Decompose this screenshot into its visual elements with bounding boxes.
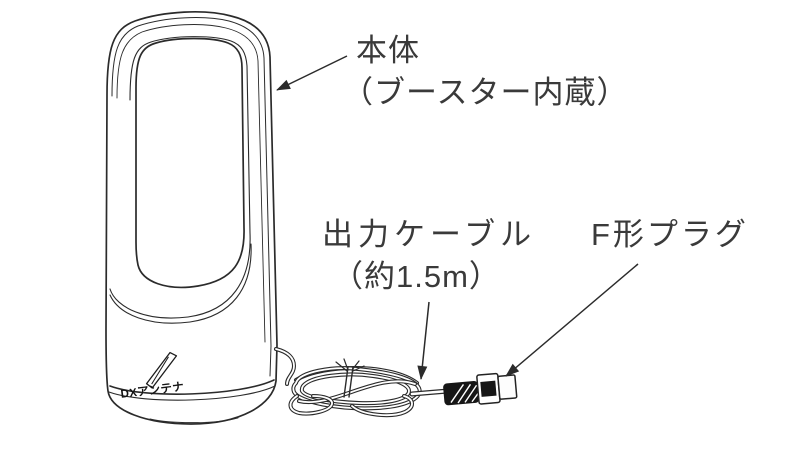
antenna-body xyxy=(105,11,278,425)
output-cable-label-line1: 出力ケーブル xyxy=(322,217,537,252)
base-bottom-arc xyxy=(149,417,239,424)
plug-ferrule-ribs xyxy=(450,383,479,404)
f-plug-label-text: F形プラグ xyxy=(591,217,749,252)
leader-arrows xyxy=(276,55,639,380)
body-label-line1: 本体 xyxy=(356,33,420,68)
cable-pigtail xyxy=(274,347,297,386)
base-seam xyxy=(108,385,276,401)
f-plug xyxy=(443,372,518,406)
output-cable xyxy=(274,347,451,418)
body-label-line2: （ブースター内蔵） xyxy=(342,75,629,110)
plug-tip xyxy=(497,374,518,400)
base-seam xyxy=(109,379,275,395)
front-panel xyxy=(135,37,245,289)
arrow-to-cable xyxy=(417,301,430,380)
body-label: 本体 （ブースター内蔵） xyxy=(342,30,628,114)
cable-coil xyxy=(288,366,422,418)
cable-tie xyxy=(335,358,365,398)
panel-groove xyxy=(109,243,252,324)
f-plug-label: F形プラグ xyxy=(591,214,749,256)
plug-ferrule xyxy=(443,381,480,406)
flag-icon-fold xyxy=(151,356,169,385)
panel-groove xyxy=(109,36,251,319)
arrow-to-plug xyxy=(505,263,639,377)
cable-straight-lead xyxy=(409,388,451,397)
output-cable-label: 出力ケーブル （約1.5m） xyxy=(322,214,536,298)
plug-nut-core xyxy=(480,380,497,397)
flag-icon xyxy=(145,351,178,389)
output-cable-label-line2: （約1.5m） xyxy=(332,259,501,294)
body-rim-line xyxy=(111,17,272,377)
arrow-to-body xyxy=(276,55,348,91)
body-rim-line xyxy=(116,24,266,343)
